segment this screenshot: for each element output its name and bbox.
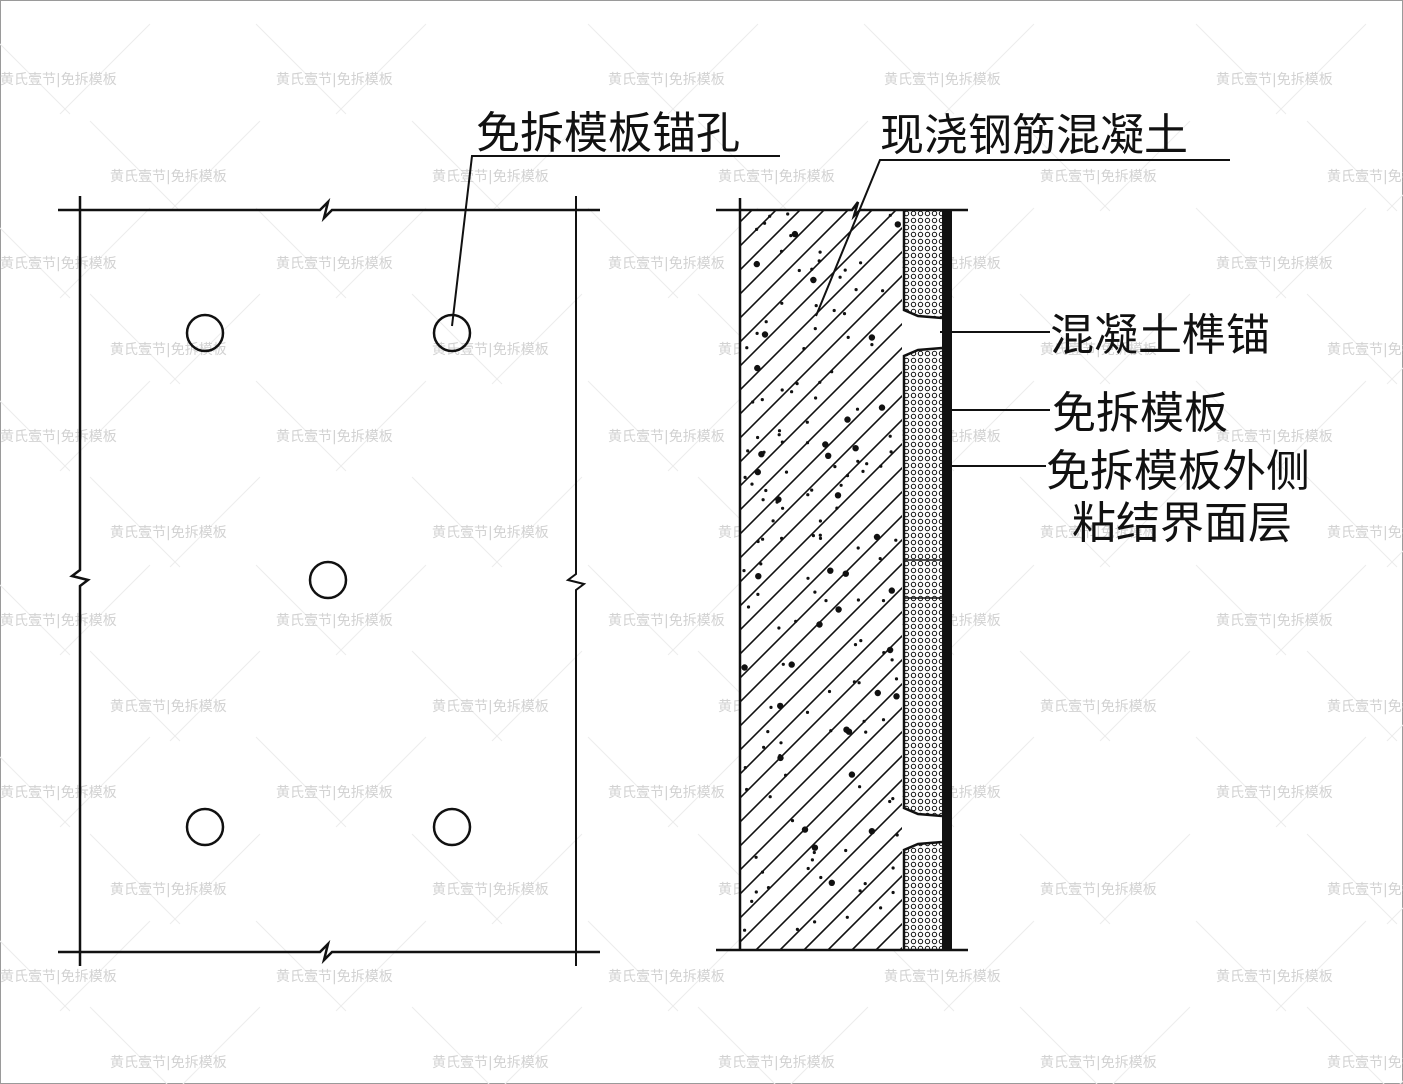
watermark-text: 黄氏壹节|免拆模板 bbox=[1040, 698, 1157, 715]
watermark-text: 黄氏壹节|免拆模板 bbox=[1327, 1054, 1403, 1071]
watermark-text: 黄氏壹节|免拆模板 bbox=[608, 968, 725, 985]
watermark-text: 黄氏壹节|免拆模板 bbox=[110, 1054, 227, 1071]
wall-section: 现浇钢筋混凝土 混凝土榫锚 免拆模板 免拆模板外侧 粘结界面层 bbox=[716, 110, 1310, 952]
watermark-text: 黄氏壹节|免拆模板 bbox=[1216, 71, 1333, 88]
watermark-text: 黄氏壹节|免拆模板 bbox=[0, 71, 117, 88]
panel-elevation: 免拆模板锚孔 bbox=[58, 108, 780, 966]
watermark-text: 黄氏壹节|免拆模板 bbox=[608, 612, 725, 629]
watermark-text: 黄氏壹节|免拆模板 bbox=[608, 71, 725, 88]
label-bond-layer-line2: 粘结界面层 bbox=[1072, 498, 1292, 549]
watermark-text: 黄氏壹节|免拆模板 bbox=[432, 341, 549, 358]
formwork-board bbox=[904, 210, 942, 950]
watermark-text: 黄氏壹节|免拆模板 bbox=[1327, 341, 1403, 358]
anchor-hole-leader bbox=[451, 155, 780, 327]
anchor-hole bbox=[308, 560, 348, 600]
watermark-text: 黄氏壹节|免拆模板 bbox=[1040, 881, 1157, 898]
watermark-text: 黄氏壹节|免拆模板 bbox=[1216, 612, 1333, 629]
bond-interface-layer bbox=[942, 210, 952, 950]
watermark-text: 黄氏壹节|免拆模板 bbox=[1216, 255, 1333, 272]
watermark-text: 黄氏壹节|免拆模板 bbox=[110, 881, 227, 898]
watermark-text: 黄氏壹节|免拆模板 bbox=[1040, 524, 1157, 541]
label-concrete-tenon: 混凝土榫锚 bbox=[1050, 310, 1270, 361]
watermark-text: 黄氏壹节|免拆模板 bbox=[110, 524, 227, 541]
watermark-text: 黄氏壹节|免拆模板 bbox=[884, 71, 1001, 88]
label-anchor-hole: 免拆模板锚孔 bbox=[476, 108, 740, 159]
watermark-text: 黄氏壹节|免拆模板 bbox=[1216, 968, 1333, 985]
watermark-text: 黄氏壹节|免拆模板 bbox=[110, 168, 227, 185]
watermark-text: 黄氏壹节|免拆模板 bbox=[276, 784, 393, 801]
anchor-hole bbox=[432, 313, 472, 353]
watermark-text: 黄氏壹节|免拆模板 bbox=[608, 784, 725, 801]
watermark-text: 黄氏壹节|免拆模板 bbox=[1327, 524, 1403, 541]
watermark-text: 黄氏壹节|免拆模板 bbox=[432, 168, 549, 185]
watermark-text: 黄氏壹节|免拆模板 bbox=[110, 698, 227, 715]
watermark-text: 黄氏壹节|免拆模板 bbox=[1040, 1054, 1157, 1071]
watermark-text: 黄氏壹节|免拆模板 bbox=[0, 968, 117, 985]
watermark-text: 黄氏壹节|免拆模板 bbox=[276, 71, 393, 88]
watermark-text: 黄氏壹节|免拆模板 bbox=[276, 428, 393, 445]
watermark-text: 黄氏壹节|免拆模板 bbox=[276, 612, 393, 629]
watermark-text: 黄氏壹节|免拆模板 bbox=[608, 428, 725, 445]
anchor-hole bbox=[432, 807, 472, 847]
label-cast-concrete: 现浇钢筋混凝土 bbox=[880, 110, 1188, 161]
watermark-text: 黄氏壹节|免拆模板 bbox=[1216, 428, 1333, 445]
watermark-text: 黄氏壹节|免拆模板 bbox=[0, 784, 117, 801]
watermark-text: 黄氏壹节|免拆模板 bbox=[0, 612, 117, 629]
label-formwork: 免拆模板 bbox=[1052, 388, 1228, 439]
label-bond-layer-line1: 免拆模板外侧 bbox=[1046, 446, 1310, 497]
watermark-text: 黄氏壹节|免拆模板 bbox=[608, 255, 725, 272]
watermark-layer: 黄氏壹节|免拆模板黄氏壹节|免拆模板黄氏壹节|免拆模板黄氏壹节|免拆模板黄氏壹节… bbox=[0, 23, 1403, 1084]
watermark-text: 黄氏壹节|免拆模板 bbox=[276, 968, 393, 985]
watermark-text: 黄氏壹节|免拆模板 bbox=[884, 968, 1001, 985]
watermark-text: 黄氏壹节|免拆模板 bbox=[276, 255, 393, 272]
watermark-text: 黄氏壹节|免拆模板 bbox=[432, 1054, 549, 1071]
watermark-text: 黄氏壹节|免拆模板 bbox=[1040, 341, 1157, 358]
watermark-text: 黄氏壹节|免拆模板 bbox=[718, 1054, 835, 1071]
watermark-text: 黄氏壹节|免拆模板 bbox=[432, 881, 549, 898]
watermark-text: 黄氏壹节|免拆模板 bbox=[1327, 698, 1403, 715]
anchor-hole bbox=[185, 807, 225, 847]
cast-concrete-leader bbox=[815, 159, 1230, 317]
watermark-text: 黄氏壹节|免拆模板 bbox=[1040, 168, 1157, 185]
watermark-text: 黄氏壹节|免拆模板 bbox=[432, 698, 549, 715]
watermark-text: 黄氏壹节|免拆模板 bbox=[1327, 881, 1403, 898]
watermark-text: 黄氏壹节|免拆模板 bbox=[432, 524, 549, 541]
watermark-text: 黄氏壹节|免拆模板 bbox=[1327, 168, 1403, 185]
watermark-text: 黄氏壹节|免拆模板 bbox=[110, 341, 227, 358]
watermark-text: 黄氏壹节|免拆模板 bbox=[0, 428, 117, 445]
cast-concrete-hatch bbox=[740, 210, 902, 950]
watermark-text: 黄氏壹节|免拆模板 bbox=[1216, 784, 1333, 801]
watermark-text: 黄氏壹节|免拆模板 bbox=[718, 168, 835, 185]
watermark-text: 黄氏壹节|免拆模板 bbox=[0, 255, 117, 272]
anchor-hole bbox=[185, 313, 225, 353]
